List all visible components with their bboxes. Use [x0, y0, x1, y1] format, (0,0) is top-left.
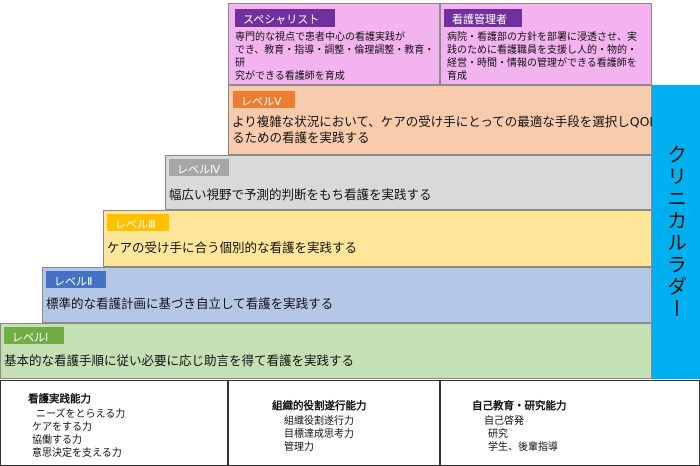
level-3-step: レベルⅢ ケアの受け手に合う個別的な看護を実践する: [103, 210, 652, 267]
competency-item: 研究: [488, 429, 508, 440]
level-2-text: 標準的な看護計画に基づき自立して看護を実践する: [46, 296, 334, 311]
level-5-label: レベルⅤ: [233, 91, 295, 108]
level-4-step: レベルⅣ 幅広い視野で予測的判断をもち看護を実践する: [165, 155, 652, 210]
level-5-step: レベルⅤ より複雑な状況において、ケアの受け手にとっての最適な手段を選択しQOL…: [228, 85, 694, 155]
text-line: 践のために看護職員を支援し人的・物的・: [447, 45, 637, 56]
manager-label: 看護管理者: [444, 9, 522, 27]
level-5-text-lines: より複雑な状況において、ケアの受け手にとっての最適な手段を選択しQOLを高めるた…: [232, 114, 694, 146]
text-line: 育成: [447, 71, 467, 82]
competency-item: ニーズをとらえる力: [36, 409, 126, 420]
text-line: 経営・時間・情報の管理ができる看護師を: [447, 58, 637, 69]
clinical-ladder-title: クリニカルラダー: [663, 144, 688, 320]
text-line: より複雑な状況において、ケアの受け手にとっての最適な手段を選択しQOLを高め: [232, 114, 694, 129]
level-2-step: レベルⅡ 標準的な看護計画に基づき自立して看護を実践する: [42, 267, 652, 323]
level-3-label: レベルⅢ: [107, 214, 169, 231]
text-line: 専門的な視点で患者中心の看護実践が: [235, 32, 405, 43]
competency-item: 自己啓発: [484, 416, 524, 427]
specialist-box: スペシャリスト 専門的な視点で患者中心の看護実践ができ、教育・指導・調整・倫理調…: [228, 3, 440, 85]
manager-text-line: 病院・看護部の方針を部署に浸透させ、実践のために看護職員を支援し人的・物的・経営…: [447, 31, 651, 83]
level-1-label: レベルⅠ: [4, 327, 64, 344]
level-4-text: 幅広い視野で予測的判断をもち看護を実践する: [169, 187, 432, 202]
level-2-label: レベルⅡ: [46, 271, 106, 288]
competency-item: ケアをする力: [32, 422, 92, 433]
level-3-text: ケアの受け手に合う個別的な看護を実践する: [107, 240, 358, 255]
specialist-text-line: 専門的な視点で患者中心の看護実践ができ、教育・指導・調整・倫理調整・教育・研究が…: [235, 31, 439, 83]
level-4-label: レベルⅣ: [169, 159, 229, 176]
competency-self-education: 自己教育・研究能力 自己啓発 研究 学生、後輩指導: [440, 380, 700, 466]
manager-box: 看護管理者 病院・看護部の方針を部署に浸透させ、実践のために看護職員を支援し人的…: [440, 3, 652, 85]
competency-item: 協働する力: [32, 435, 82, 446]
specialist-text: 専門的な視点で患者中心の看護実践ができ、教育・指導・調整・倫理調整・教育・研究が…: [235, 31, 439, 83]
manager-text: 病院・看護部の方針を部署に浸透させ、実践のために看護職員を支援し人的・物的・経営…: [447, 31, 651, 83]
competency-practice: 看護実践能力 ニーズをとらえる力 ケアをする力 協働する力 意思決定を支える力: [0, 380, 228, 466]
competency-item: 目標達成思考力: [284, 429, 354, 440]
text-line: るための看護を実践する: [232, 130, 370, 145]
text-line: 病院・看護部の方針を部署に浸透させ、実: [447, 32, 637, 43]
competency-item: 管理力: [284, 442, 314, 453]
competency-practice-title: 看護実践能力: [28, 393, 91, 405]
competency-item: 意思決定を支える力: [32, 448, 122, 459]
competency-self-education-title: 自己教育・研究能力: [472, 400, 567, 412]
clinical-ladder-bar: クリニカルラダー: [652, 85, 700, 379]
level-1-step: レベルⅠ 基本的な看護手順に従い必要に応じ助言を得て看護を実践する: [0, 323, 652, 379]
specialist-label: スペシャリスト: [235, 9, 335, 27]
competency-organization: 組織的役割遂行能力 組織役割遂行力 目標達成思考力 管理力: [228, 380, 440, 466]
text-line: 究ができる看護師を育成: [235, 71, 345, 82]
text-line: でき、教育・指導・調整・倫理調整・教育・研: [235, 45, 435, 69]
competency-item: 組織役割遂行力: [284, 416, 354, 427]
level-1-text: 基本的な看護手順に従い必要に応じ助言を得て看護を実践する: [4, 353, 355, 368]
competency-organization-title: 組織的役割遂行能力: [272, 400, 367, 412]
competency-item: 学生、後輩指導: [488, 442, 558, 453]
level-5-text: より複雑な状況において、ケアの受け手にとっての最適な手段を選択しQOLを高めるた…: [232, 114, 694, 146]
